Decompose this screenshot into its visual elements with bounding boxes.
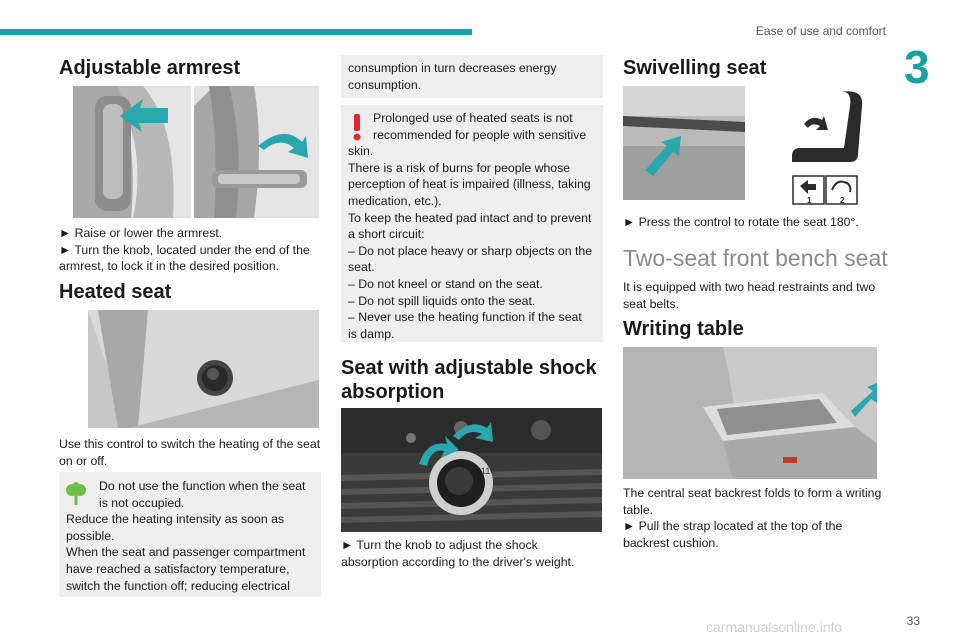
- armrest-title: Adjustable armrest: [59, 57, 241, 79]
- heated-seat-text: Use this control to switch the heating o…: [59, 437, 321, 468]
- heated-seat-illustration: [88, 310, 319, 428]
- eco-note-box-continued: consumption in turn decreases energy con…: [341, 55, 603, 98]
- press-arrow-icon: [800, 180, 816, 194]
- left-rotate-arrow-icon: [419, 436, 459, 466]
- shock-absorption-title: Seat with adjustable shock absorption: [341, 357, 597, 403]
- watermark: carmanualsonline.info: [706, 619, 843, 635]
- shock-absorber-knob-illustration: 110: [341, 408, 602, 532]
- rotate-arrow-icon: [258, 133, 308, 158]
- arrow-icon: [120, 99, 168, 132]
- rotate-arrows-icon: [831, 180, 852, 193]
- armrest-knob-illustration: [194, 86, 319, 218]
- heated-seat-title: Heated seat: [59, 281, 172, 303]
- chapter-number: 3: [904, 41, 930, 93]
- swivel-pictogram: 1 2: [792, 91, 863, 205]
- leaf-icon: [66, 482, 86, 505]
- header-accent-bar: [0, 29, 472, 35]
- armrest-text: ► Raise or lower the armrest. ► Turn the…: [59, 226, 310, 274]
- writing-table-illustration: [623, 347, 877, 479]
- right-rotate-arrow-icon: [453, 422, 493, 442]
- pictogram-label-2: 2: [840, 196, 845, 205]
- warning-note-box: Prolonged use of heated seats is not rec…: [341, 105, 603, 342]
- pictogram-label-1: 1: [807, 196, 812, 205]
- bench-seat-title: Two-seat front bench seat: [623, 245, 888, 271]
- knob-label: 110: [481, 466, 495, 476]
- section-title: Ease of use and comfort: [755, 24, 886, 38]
- swivel-control-illustration: [623, 86, 745, 200]
- eco-note-box: Do not use the function when the seat is…: [59, 472, 321, 597]
- rotate-arrow-icon: [804, 116, 828, 130]
- exclamation-icon: [353, 114, 361, 141]
- page-number: 33: [906, 614, 920, 628]
- armrest-raise-illustration: [73, 86, 191, 218]
- arrow-icon: [645, 136, 681, 176]
- arrow-icon: [851, 383, 877, 417]
- bench-seat-text: It is equipped with two head restraints …: [623, 280, 876, 311]
- writing-table-text: The central seat backrest folds to form …: [623, 486, 882, 550]
- shock-absorption-text: ► Turn the knob to adjust the shock abso…: [341, 538, 575, 569]
- writing-table-title: Writing table: [623, 318, 744, 340]
- swivelling-seat-text: ► Press the control to rotate the seat 1…: [623, 215, 859, 229]
- swivelling-seat-title: Swivelling seat: [623, 57, 767, 79]
